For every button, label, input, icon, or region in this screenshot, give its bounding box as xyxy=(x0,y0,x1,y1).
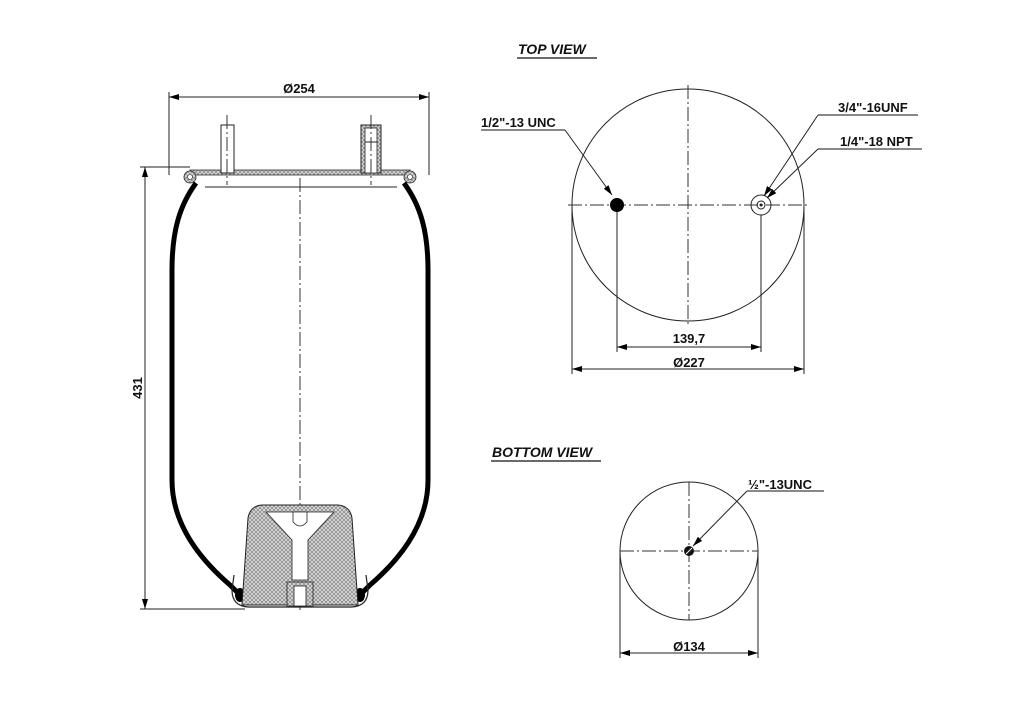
callout-leaders xyxy=(481,114,922,199)
callout-quarter-18-npt: 1/4"-18 NPT xyxy=(840,134,913,149)
top-view: TOP VIEW 1/2"-13 UNC 3/4"-16UNF 1/4"-18 … xyxy=(481,41,922,374)
height-431-label: 431 xyxy=(130,377,145,399)
callout-half-13-unc: 1/2"-13 UNC xyxy=(481,115,556,130)
diameter-227-label: Ø227 xyxy=(673,355,705,370)
bolt-spacing-label: 139,7 xyxy=(673,331,706,346)
callout-half-13unc-bottom: ½"-13UNC xyxy=(748,477,813,492)
fraction-half: ½ xyxy=(748,477,759,492)
stud-left xyxy=(220,115,235,185)
stud-hole-left xyxy=(610,198,624,212)
diameter-254-dimension: Ø254 xyxy=(168,81,430,175)
bottom-view-title: BOTTOM VIEW xyxy=(492,444,594,460)
diameter-134-label: Ø134 xyxy=(673,639,706,654)
height-431-dimension: 431 xyxy=(130,166,245,610)
callout-three-quarter-16unf: 3/4"-16UNF xyxy=(838,100,908,115)
top-view-title: TOP VIEW xyxy=(518,41,587,57)
diameter-134-dimension: Ø134 xyxy=(619,551,759,658)
bottom-view: BOTTOM VIEW ½"-13UNC Ø134 xyxy=(491,444,824,658)
air-fitting-right xyxy=(360,115,382,185)
piston xyxy=(231,504,369,608)
diameter-227-dimension: Ø227 xyxy=(571,205,805,374)
side-view: Ø254 431 xyxy=(130,81,431,612)
bead-plate xyxy=(183,169,417,188)
diameter-254-label: Ø254 xyxy=(283,81,316,96)
bottom-callout-leader xyxy=(692,490,824,547)
bolt-spacing-dimension: 139,7 xyxy=(616,212,762,352)
thread-spec: "-13UNC xyxy=(759,477,813,492)
